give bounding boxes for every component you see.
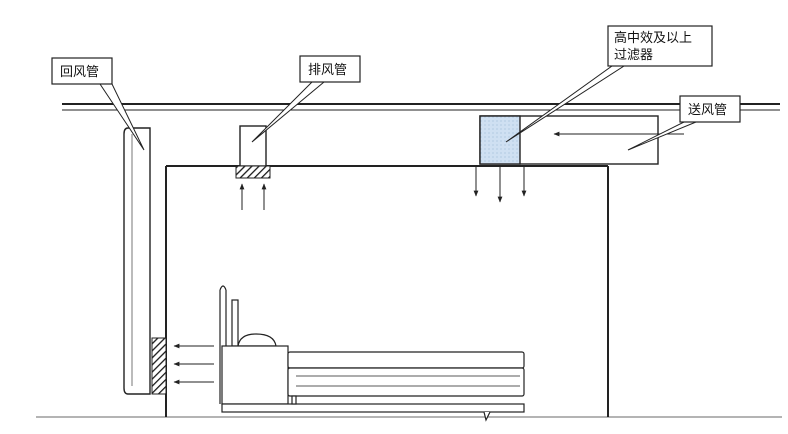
exhaust-duct bbox=[235, 125, 271, 179]
label-filter-line1: 高中效及以上 bbox=[614, 30, 692, 46]
supply-duct bbox=[479, 115, 659, 165]
callout-exhaust-duct: 排风管 bbox=[251, 55, 361, 143]
supply-outlet-arrows bbox=[473, 166, 527, 203]
hospital-bed bbox=[219, 285, 525, 422]
label-filter-line2: 过滤器 bbox=[614, 48, 653, 63]
ceiling bbox=[62, 103, 780, 111]
callout-return-duct: 回风管 bbox=[51, 57, 145, 151]
hepa-filter bbox=[479, 115, 521, 165]
label-return-duct: 回风管 bbox=[60, 65, 99, 80]
callout-filter: 高中效及以上 过滤器 bbox=[505, 25, 713, 143]
exhaust-air-arrows bbox=[239, 183, 267, 210]
label-exhaust-duct: 排风管 bbox=[308, 63, 347, 78]
return-air-arrows bbox=[173, 343, 214, 385]
return-duct bbox=[123, 127, 167, 395]
return-grille bbox=[151, 337, 167, 395]
label-supply-duct: 送风管 bbox=[688, 103, 727, 118]
callout-supply-duct: 送风管 bbox=[627, 95, 741, 151]
exhaust-grille bbox=[235, 165, 271, 179]
